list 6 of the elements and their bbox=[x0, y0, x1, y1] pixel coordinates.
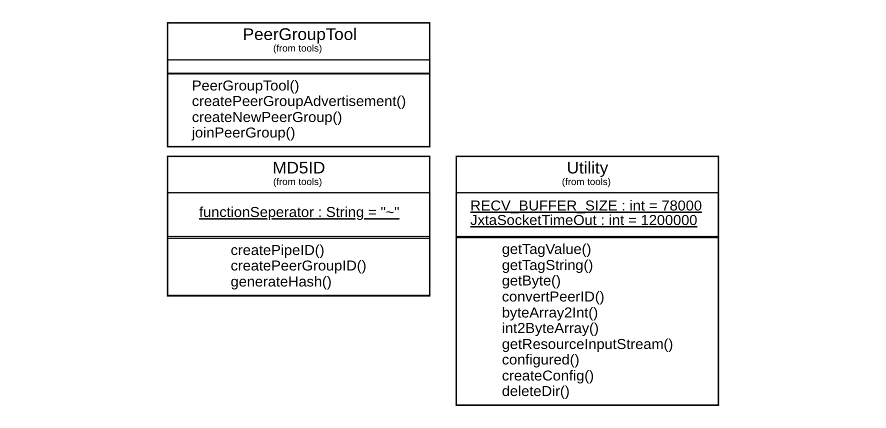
node-box: createPipeID() createPeerGroupID() generateHash() bbox=[166, 238, 430, 296]
node-box bbox=[166, 59, 430, 74]
node-box: getTagValue() getTagString() getByte() convertPeerID() byteArray2Int() int2ByteArray() getResourceInputStream() configured() createConfig() deleteDir() bbox=[456, 237, 720, 406]
node-box: RECV_BUFFER_SIZE : int = 78000 JxtaSocketTimeOut : int = 1200000 bbox=[456, 192, 720, 238]
node-box: PeerGroupTool() createPeerGroupAdvertisement() createNewPeerGroup() joinPeerGroup() bbox=[166, 73, 430, 148]
node-box: functionSeperator : String = "~" bbox=[166, 192, 430, 238]
